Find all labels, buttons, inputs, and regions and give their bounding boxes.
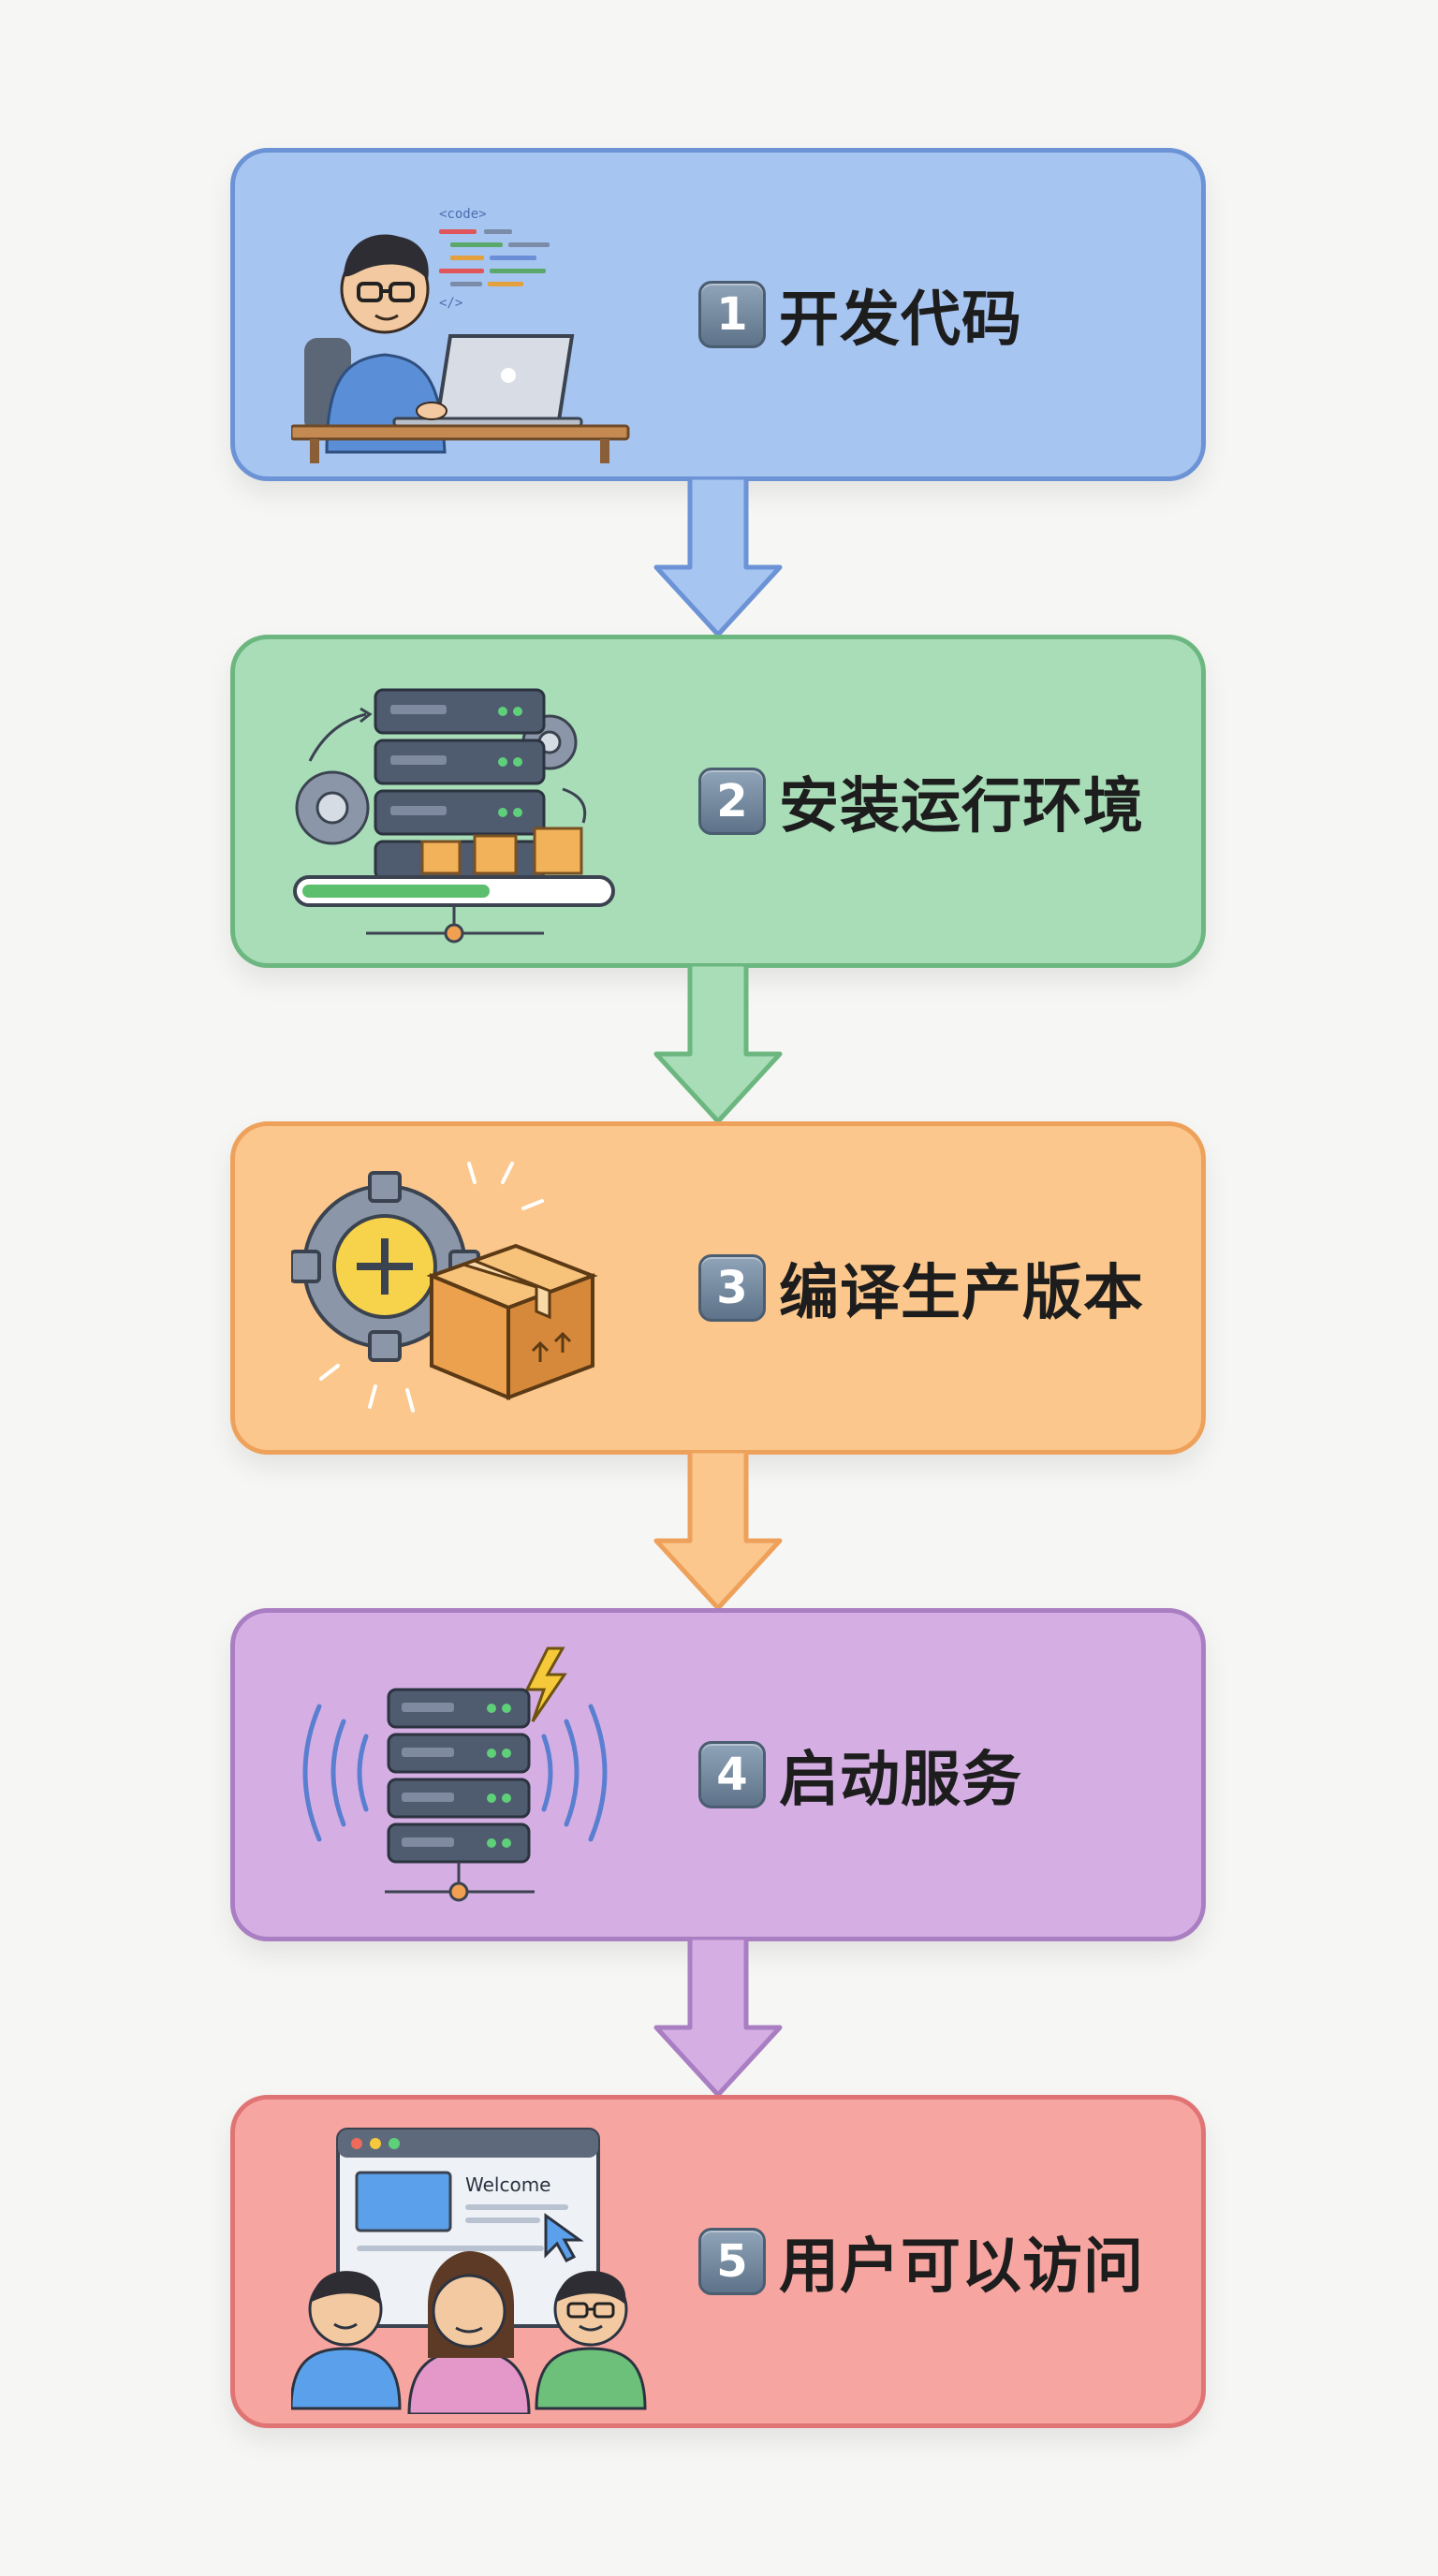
- step-2-title: 安装运行环境: [779, 772, 1144, 842]
- step-1-title: 开发代码: [779, 285, 1022, 355]
- step-5-title: 用户可以访问: [779, 2232, 1144, 2302]
- step-3-box: 3 编译生产版本: [230, 1121, 1206, 1455]
- step-5-number-badge: 5: [698, 2228, 766, 2295]
- server-install-icon: [293, 688, 615, 944]
- step-3-title: 编译生产版本: [779, 1259, 1144, 1328]
- step-2-box: 2 安装运行环境: [230, 635, 1206, 968]
- server-broadcast-icon: [302, 1647, 608, 1902]
- step-1-label: 1 开发代码: [698, 153, 1022, 476]
- welcome-text: Welcome: [465, 2174, 550, 2196]
- arrow-down-1-icon: [653, 477, 783, 637]
- users-browser-icon: Welcome: [291, 2128, 647, 2414]
- step-4-label: 4 启动服务: [698, 1613, 1022, 1937]
- step-1-number-badge: 1: [698, 281, 766, 348]
- step-2-number-badge: 2: [698, 768, 766, 835]
- step-3-number-badge: 3: [698, 1254, 766, 1322]
- step-4-box: 4 启动服务: [230, 1608, 1206, 1941]
- svg-text:</>: </>: [439, 296, 462, 311]
- gear-package-icon: [291, 1162, 598, 1412]
- arrow-down-3-icon: [653, 1451, 783, 1611]
- step-5-label: 5 用户可以访问: [698, 2100, 1144, 2423]
- step-4-number-badge: 4: [698, 1741, 766, 1808]
- arrow-down-4-icon: [653, 1938, 783, 2098]
- step-3-label: 3 编译生产版本: [698, 1126, 1144, 1450]
- code-tag-text: <code>: [439, 207, 487, 222]
- step-4-title: 启动服务: [779, 1746, 1022, 1815]
- developer-laptop-icon: <code> </>: [291, 207, 630, 463]
- step-1-box: <code> </> 1 开发代码: [230, 148, 1206, 481]
- step-2-label: 2 安装运行环境: [698, 639, 1144, 963]
- step-5-box: Welcome 5 用户可以访问: [230, 2095, 1206, 2428]
- arrow-down-2-icon: [653, 964, 783, 1124]
